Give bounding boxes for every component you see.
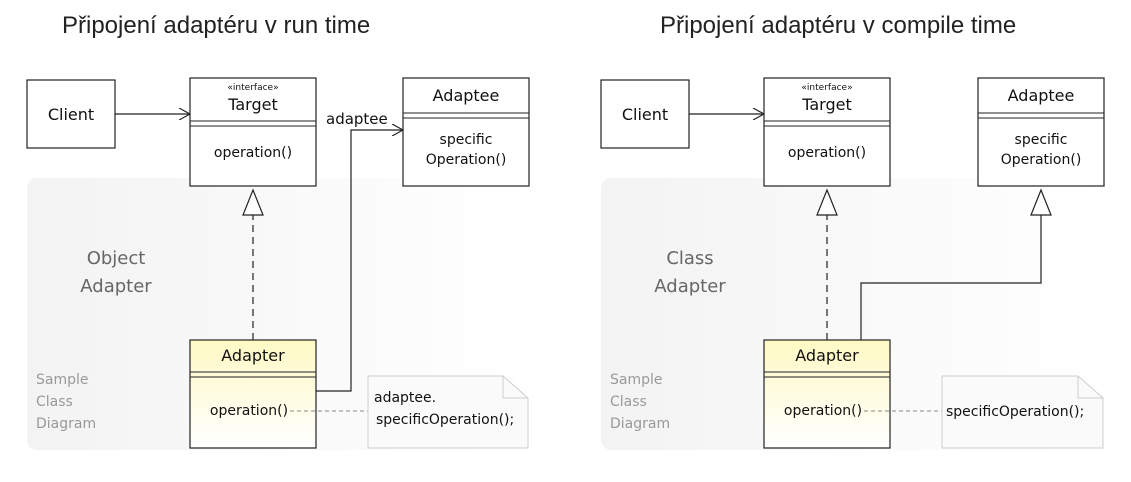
left-target-operation: operation() [214,145,292,161]
left-adaptee-name: Adaptee [433,86,500,105]
right-client-box [600,79,690,149]
left-realization-triangle-icon [242,188,264,216]
left-target-name: Target [227,95,278,114]
right-client-label: Client [622,105,668,124]
right-diagram: Class Adapter Sample Class Diagram Clien… [600,77,1105,450]
left-adapter-adaptee-arrow [316,130,403,392]
right-sample-line1: Sample [610,372,663,388]
left-sample-line2: Class [36,394,73,410]
left-adaptee-box [402,77,530,187]
left-note [367,375,529,449]
right-adaptee-operation-line2: Operation() [1001,152,1082,168]
left-client-label: Client [48,105,94,124]
left-sample-line3: Diagram [36,416,96,432]
left-note-line1: adaptee. [374,390,436,406]
right-target-operation: operation() [788,145,866,161]
right-adapter-name: Adapter [795,346,859,365]
left-pattern-label-line2: Adapter [80,276,152,297]
left-sample-line1: Sample [36,372,89,388]
right-adapter-operation: operation() [784,403,862,419]
left-adapter-name: Adapter [221,346,285,365]
right-generalization-line [860,215,1042,340]
left-target-stereotype: «interface» [227,83,278,93]
right-pattern-label-line1: Class [666,248,713,269]
right-adaptee-name: Adaptee [1008,86,1075,105]
right-target-box [763,77,891,187]
right-pattern-label-line2: Adapter [654,276,726,297]
left-adapter-box [189,339,317,449]
right-realization-triangle-icon [816,188,838,216]
left-pattern-label-line1: Object [87,248,146,269]
left-association-label: adaptee [326,110,388,128]
heading-run-time: Připojení adaptéru v run time [62,12,371,39]
left-note-line2: specificOperation(); [376,412,514,428]
right-adaptee-box [977,77,1105,187]
right-generalization-triangle-icon [1030,188,1052,216]
right-target-stereotype: «interface» [801,83,852,93]
right-adaptee-operation-line1: specific [1015,132,1068,148]
left-adaptee-operation-line1: specific [440,132,493,148]
left-diagram: Object Adapter Sample Class Diagram Clie… [26,77,530,450]
left-adapter-operation: operation() [210,403,288,419]
right-sample-line2: Class [610,394,647,410]
right-note [941,375,1104,449]
right-adapter-box [763,339,891,449]
right-target-name: Target [801,95,852,114]
left-adaptee-operation-line2: Operation() [426,152,507,168]
left-target-box [189,77,317,187]
right-note-line1: specificOperation(); [946,404,1084,420]
right-sample-line3: Diagram [610,416,670,432]
heading-compile-time: Připojení adaptéru v compile time [660,12,1017,39]
